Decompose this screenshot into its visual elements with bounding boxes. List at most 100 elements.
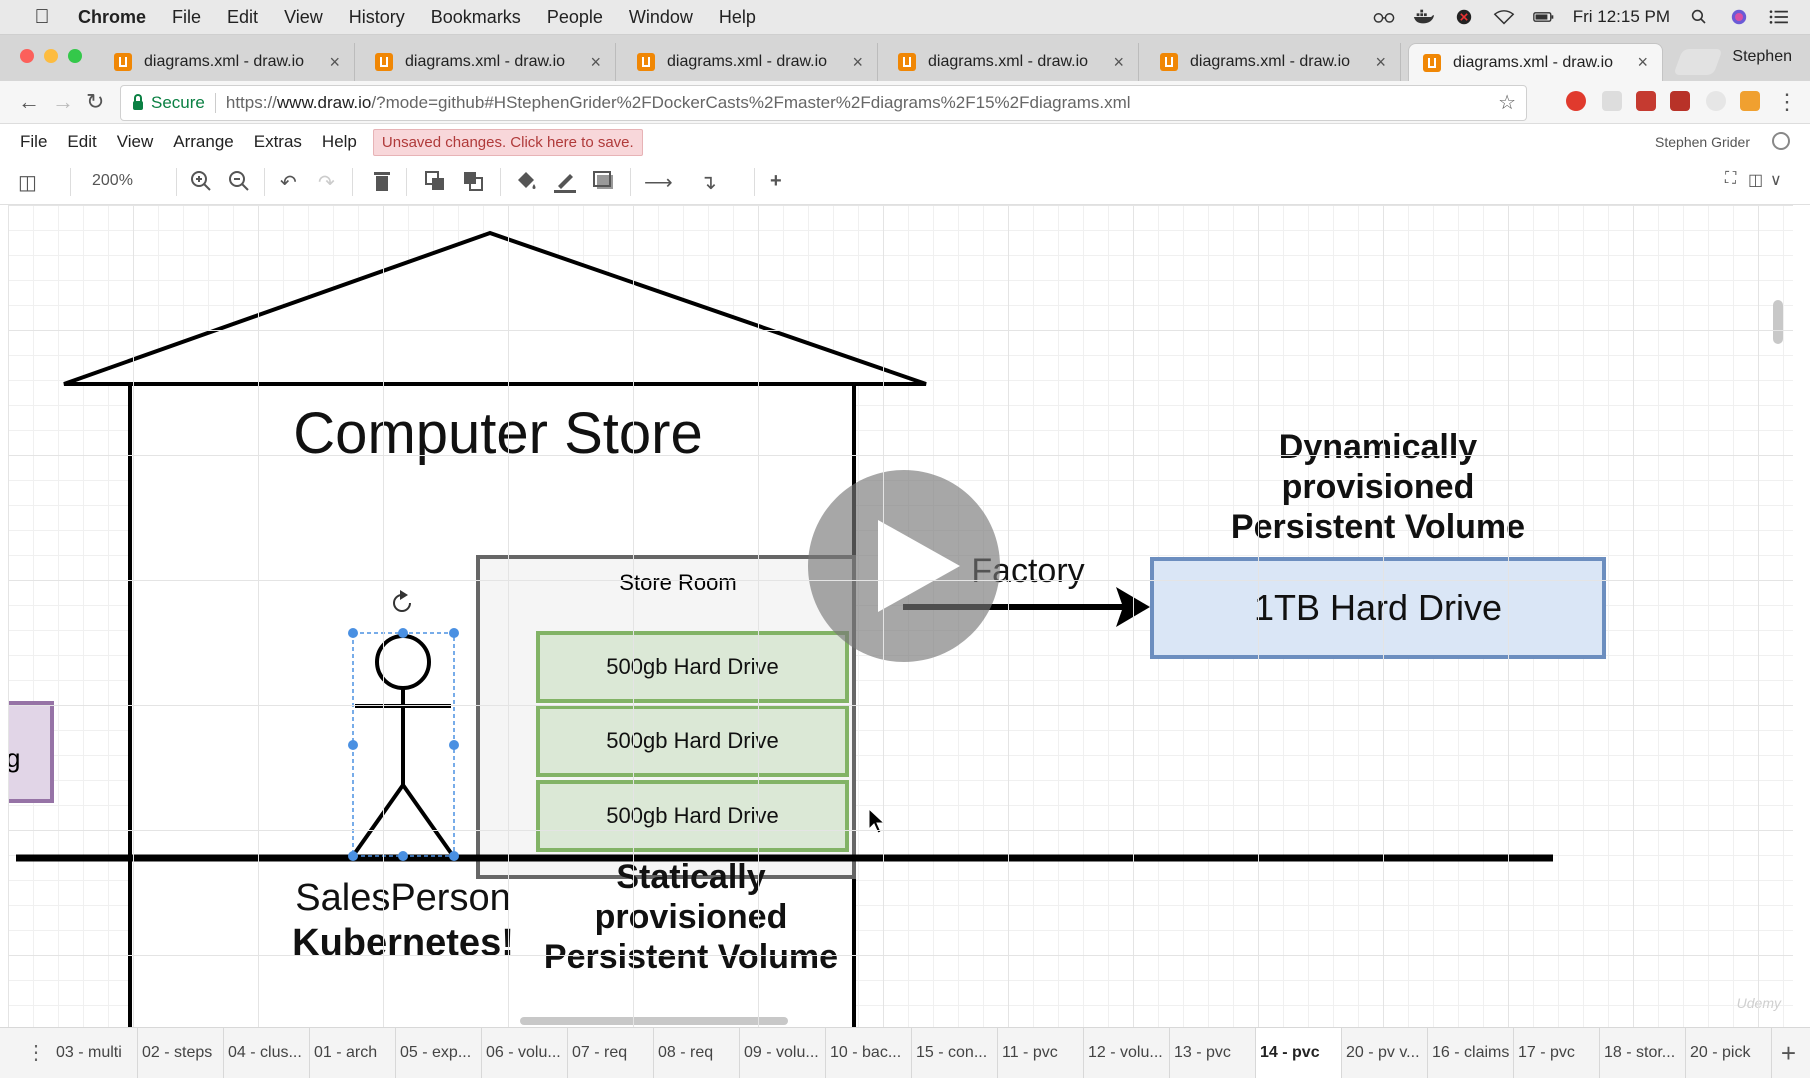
page-tab[interactable]: 09 - volu... (740, 1028, 826, 1078)
add-page-icon[interactable]: + (1780, 1038, 1796, 1068)
save-extension-icon[interactable] (1636, 91, 1656, 111)
forward-arrow-icon[interactable]: → (52, 89, 74, 114)
drawio-menu-extras[interactable]: Extras (253, 132, 302, 151)
drawio-menu-view[interactable]: View (116, 132, 154, 151)
salesperson-label[interactable]: SalesPerson (295, 877, 511, 919)
insert-plus-icon[interactable]: + (770, 170, 782, 192)
vertical-scrollbar[interactable] (1773, 300, 1783, 344)
menubar-item[interactable]: History (348, 6, 405, 27)
format-panel-icon[interactable]: ◫ (18, 172, 37, 194)
toggle-panel-icon[interactable]: ◫ (1748, 172, 1764, 189)
page-tab[interactable]: 13 - pvc (1170, 1028, 1256, 1078)
page-tab[interactable]: 18 - stor... (1600, 1028, 1686, 1078)
dynamic-pv-label[interactable]: Dynamically provisioned Persistent Volum… (1178, 427, 1578, 547)
close-window-button[interactable] (20, 49, 34, 63)
profile-name[interactable]: Stephen (1732, 48, 1792, 65)
drawio-menu-arrange[interactable]: Arrange (173, 132, 234, 151)
page-tab[interactable]: 05 - exp... (396, 1028, 482, 1078)
page-tab[interactable]: 20 - pv v... (1342, 1028, 1428, 1078)
fox-extension-icon[interactable] (1740, 91, 1760, 111)
browser-tab[interactable]: diagrams.xml - draw.io× (100, 43, 355, 81)
new-tab-button[interactable] (1673, 49, 1723, 75)
url-bar[interactable]: Secure https://www.draw.io/?mode=github#… (120, 85, 1527, 121)
waypoints-icon[interactable]: ↴ (700, 172, 717, 194)
delete-icon[interactable] (372, 170, 392, 192)
opera-extension-icon[interactable] (1566, 91, 1586, 111)
hard-drive-box[interactable]: 500gb Hard Drive (536, 705, 849, 777)
page-tab[interactable]: 20 - pick (1686, 1028, 1772, 1078)
menubar-item[interactable]: View (284, 6, 323, 27)
ublock-extension-icon[interactable] (1670, 91, 1690, 111)
page-tab[interactable]: 12 - volu... (1084, 1028, 1170, 1078)
drawio-menu-help[interactable]: Help (321, 132, 357, 151)
page-tab[interactable]: 08 - req (654, 1028, 740, 1078)
spotlight-search-icon[interactable] (1688, 9, 1710, 25)
page-tab[interactable]: 03 - multi (52, 1028, 138, 1078)
static-pv-label[interactable]: Statically provisioned Persistent Volume (506, 857, 876, 977)
1tb-hard-drive-box[interactable]: 1TB Hard Drive (1150, 557, 1606, 659)
glasses-icon[interactable] (1373, 9, 1395, 25)
page-tab[interactable]: 06 - volu... (482, 1028, 568, 1078)
browser-tab[interactable]: diagrams.xml - draw.io× (623, 43, 878, 81)
browser-tab-active[interactable]: diagrams.xml - draw.io× (1408, 43, 1663, 81)
drawio-menu-file[interactable]: File (20, 132, 48, 151)
menubar-item[interactable]: People (546, 6, 603, 27)
page-tab[interactable]: 17 - pvc (1514, 1028, 1600, 1078)
offscreen-shape[interactable]: g (8, 701, 54, 803)
page-tab[interactable]: 11 - pvc (998, 1028, 1084, 1078)
menubar-item[interactable]: Window (628, 6, 693, 27)
page-tab[interactable]: 10 - bac... (826, 1028, 912, 1078)
drawio-menu-edit[interactable]: Edit (67, 132, 97, 151)
close-tab-icon[interactable]: × (590, 51, 601, 72)
video-play-button[interactable] (808, 470, 1000, 662)
notification-center-icon[interactable] (1768, 9, 1790, 25)
language-globe-icon[interactable] (1772, 132, 1790, 150)
minimize-window-button[interactable] (44, 49, 58, 63)
store-roof[interactable] (63, 230, 927, 386)
browser-tab[interactable]: diagrams.xml - draw.io× (884, 43, 1139, 81)
page-tab-active[interactable]: 14 - pvc (1256, 1028, 1342, 1078)
bookmark-star-icon[interactable]: ☆ (1498, 92, 1516, 114)
kubernetes-label[interactable]: Kubernetes! (292, 922, 514, 964)
zoom-in-icon[interactable] (190, 170, 212, 192)
to-front-icon[interactable] (424, 170, 446, 192)
maximize-window-button[interactable] (68, 49, 82, 63)
reload-icon[interactable]: ↻ (86, 89, 105, 114)
css-extension-icon[interactable] (1602, 91, 1622, 111)
close-tab-icon[interactable]: × (852, 51, 863, 72)
collapse-toolbar-icon[interactable]: ∨ (1770, 172, 1782, 189)
page-tab[interactable]: 01 - arch (310, 1028, 396, 1078)
store-room-label[interactable]: Store Room (619, 570, 737, 595)
apple-icon[interactable]:  (22, 6, 62, 29)
menubar-item[interactable]: Edit (227, 6, 259, 27)
horizontal-scrollbar[interactable] (520, 1017, 788, 1025)
menubar-app-name[interactable]: Chrome (78, 6, 147, 27)
menubar-item[interactable]: File (172, 6, 202, 27)
menubar-item[interactable]: Help (718, 6, 756, 27)
close-tab-icon[interactable]: × (1113, 51, 1124, 72)
diagram-canvas[interactable]: g Computer Store Store Room 500gb Hard D… (8, 205, 1793, 1027)
browser-tab[interactable]: diagrams.xml - draw.io× (1146, 43, 1401, 81)
pages-menu-icon[interactable]: ⋮ (26, 1042, 46, 1064)
close-tab-icon[interactable]: × (1637, 52, 1648, 72)
hard-drive-box[interactable]: 500gb Hard Drive (536, 780, 849, 852)
page-tab[interactable]: 16 - claims (1428, 1028, 1514, 1078)
close-tab-icon[interactable]: × (1375, 51, 1386, 72)
unsaved-changes-button[interactable]: Unsaved changes. Click here to save. (372, 128, 643, 156)
redo-icon[interactable]: ↷ (318, 172, 335, 194)
close-tab-icon[interactable]: × (329, 51, 340, 72)
menubar-clock[interactable]: Fri 12:15 PM (1572, 7, 1670, 26)
computer-store-title[interactable]: Computer Store (293, 401, 703, 466)
back-arrow-icon[interactable]: ← (18, 89, 40, 114)
browser-tab[interactable]: diagrams.xml - draw.io× (361, 43, 616, 81)
rotate-handle-icon[interactable] (393, 590, 411, 612)
selection-handles[interactable] (348, 628, 459, 861)
page-tab[interactable]: 15 - con... (912, 1028, 998, 1078)
docker-icon[interactable] (1413, 9, 1435, 25)
siri-icon[interactable] (1728, 9, 1750, 25)
user-menu[interactable]: Stephen Grider (1655, 134, 1750, 150)
page-tab[interactable]: 04 - clus... (224, 1028, 310, 1078)
zoom-out-icon[interactable] (228, 170, 250, 192)
zoom-level[interactable]: 200% (92, 172, 133, 189)
undo-icon[interactable]: ↶ (280, 172, 297, 194)
